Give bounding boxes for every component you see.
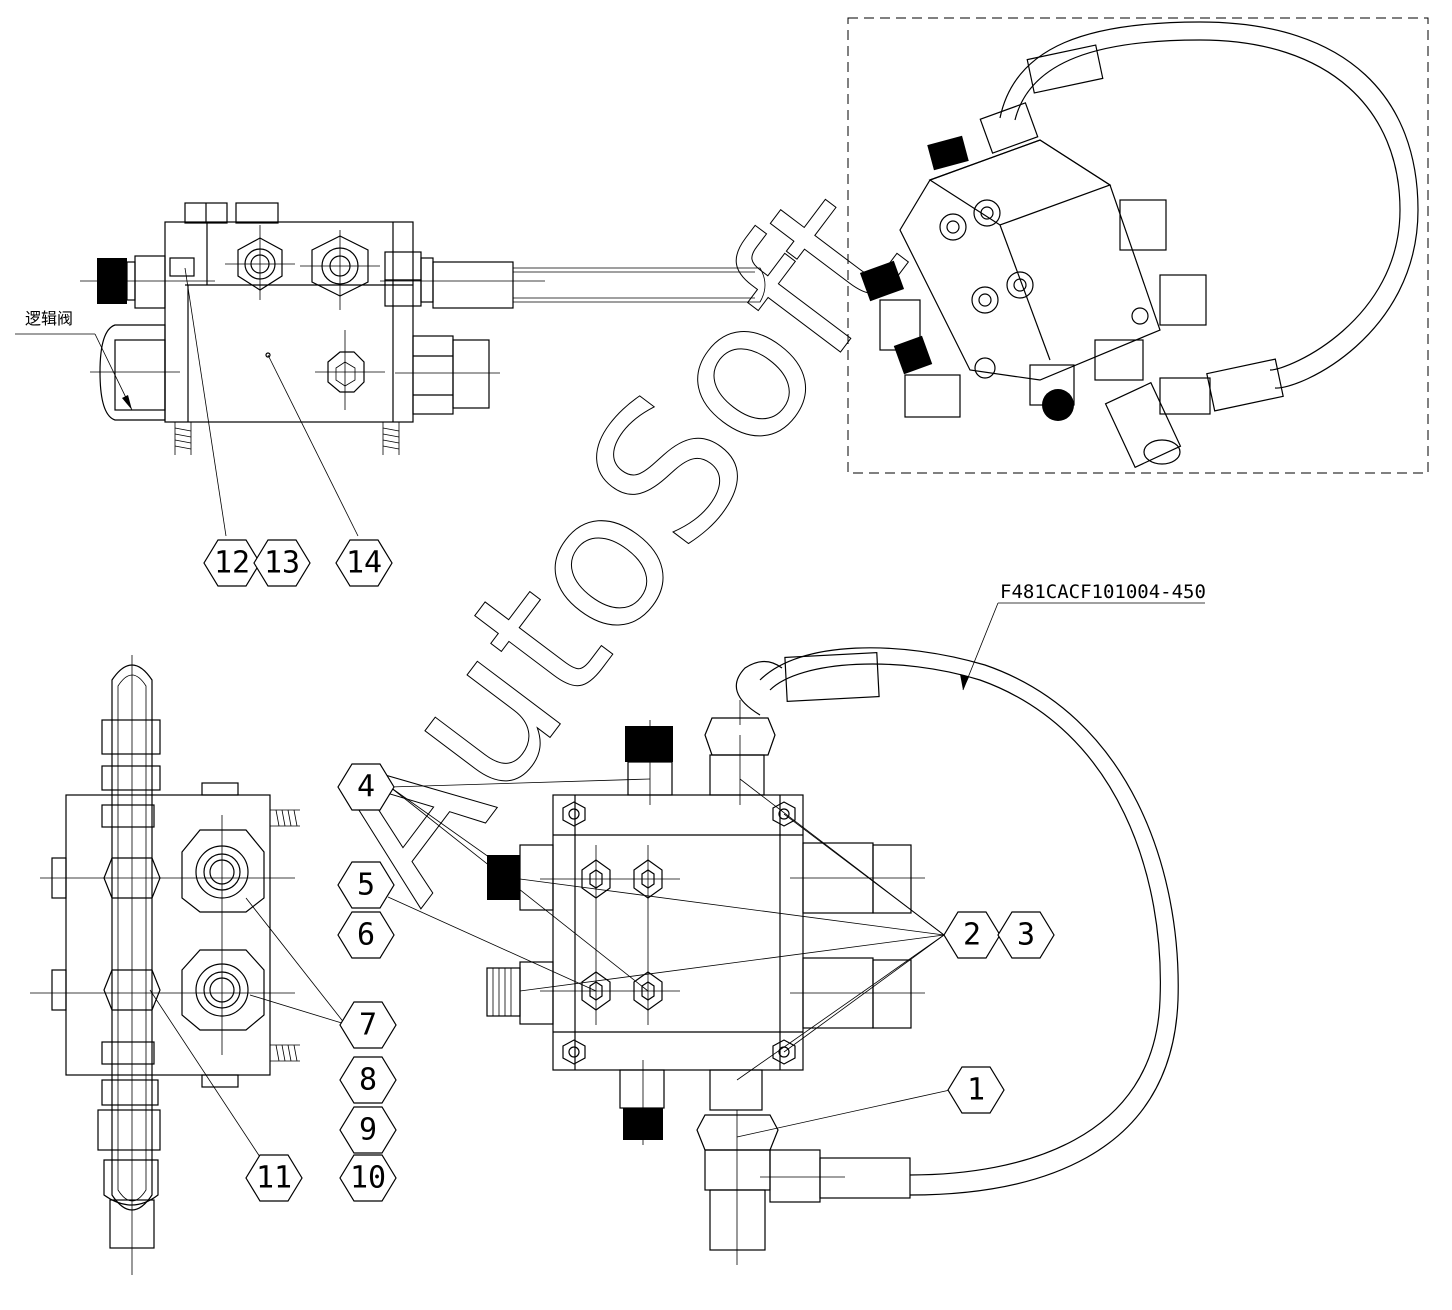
front-view: F481CACF101004-450	[387, 581, 1206, 1265]
svg-text:14: 14	[346, 546, 382, 581]
svg-text:11: 11	[256, 1161, 292, 1196]
isometric-view	[847, 17, 1429, 474]
svg-text:10: 10	[350, 1161, 386, 1196]
balloon-5: 5	[337, 861, 395, 909]
balloon-7: 7	[339, 1001, 397, 1049]
balloon-9: 9	[339, 1106, 397, 1154]
svg-text:12: 12	[214, 546, 250, 581]
balloon-10: 10	[339, 1154, 397, 1202]
balloon-12: 12	[203, 539, 261, 587]
balloon-1: 1	[947, 1066, 1005, 1114]
balloon-14: 14	[335, 539, 393, 587]
balloon-6: 6	[337, 911, 395, 959]
svg-text:13: 13	[264, 546, 300, 581]
svg-text:6: 6	[357, 918, 375, 953]
hose-part-number: F481CACF101004-450	[1000, 581, 1206, 603]
balloon-13: 13	[253, 539, 311, 587]
balloon-11: 11	[245, 1154, 303, 1202]
svg-text:7: 7	[359, 1008, 377, 1043]
svg-text:1: 1	[967, 1073, 985, 1108]
top-view: 逻辑阀	[15, 202, 766, 537]
balloon-8: 8	[339, 1056, 397, 1104]
side-view	[30, 655, 346, 1275]
balloon-2: 2	[943, 911, 1001, 959]
logic-valve-label: 逻辑阀	[25, 309, 73, 328]
balloons: 1 2 3 4 5 6 7 8 9 10 11 12 13 14	[203, 539, 1055, 1202]
balloon-3: 3	[997, 911, 1055, 959]
svg-text:9: 9	[359, 1113, 377, 1148]
svg-text:5: 5	[357, 868, 375, 903]
svg-text:4: 4	[357, 770, 375, 805]
balloon-4: 4	[337, 763, 395, 811]
svg-text:3: 3	[1017, 918, 1035, 953]
svg-text:2: 2	[963, 918, 981, 953]
svg-text:8: 8	[359, 1063, 377, 1098]
